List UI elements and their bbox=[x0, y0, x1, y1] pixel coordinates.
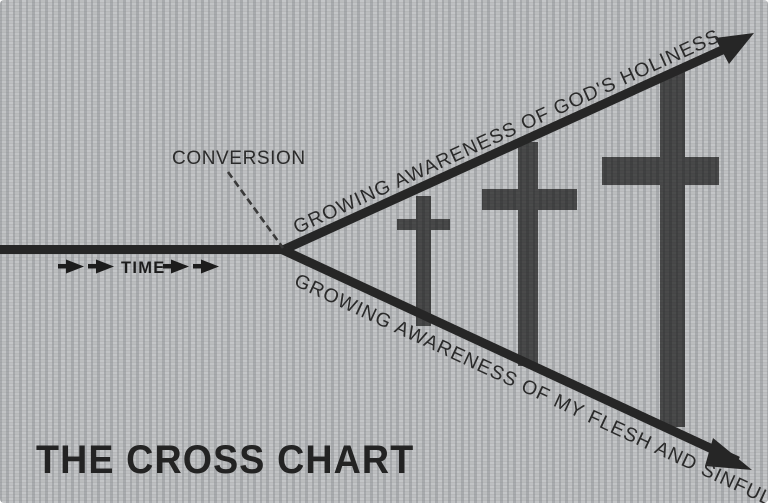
conversion-label: CONVERSION bbox=[172, 148, 306, 169]
chart-title: THE CROSS CHART bbox=[36, 438, 415, 482]
upper-diagonal-label: GROWING AWARENESS OF GOD'S HOLINESS bbox=[290, 25, 724, 239]
time-axis-label: TIME bbox=[121, 259, 166, 277]
